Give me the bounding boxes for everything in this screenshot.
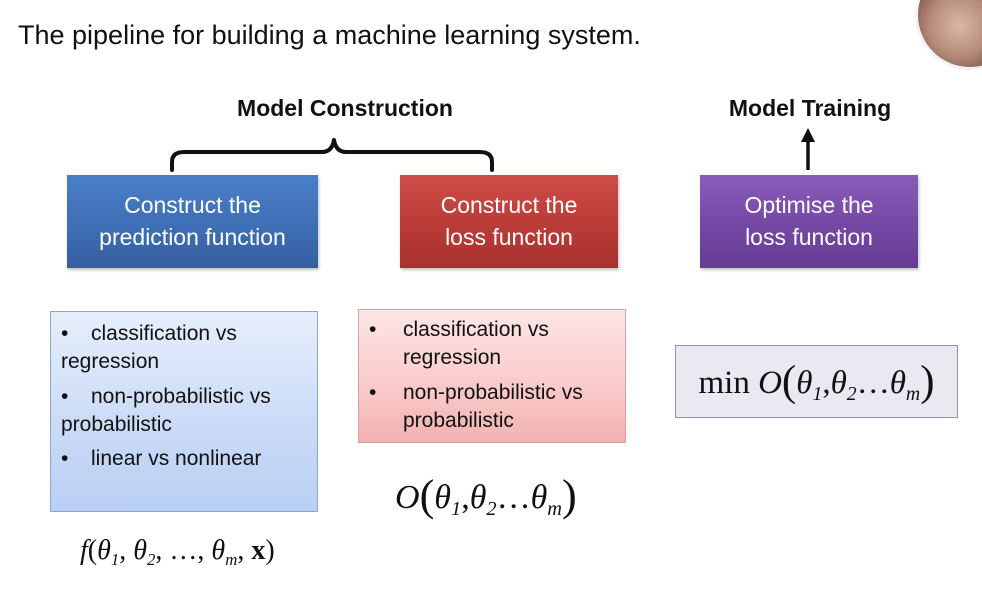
formula-symbol: θ: [469, 479, 487, 516]
arrow-up-icon: [801, 128, 815, 170]
detail-text: non-probabilistic vs: [403, 380, 583, 404]
formula-symbol: (: [781, 358, 797, 405]
loss-details-box: • classification vs regression • non-pro…: [358, 309, 626, 443]
optimisation-formula-box: min O(θ1,θ2…θm): [675, 345, 958, 418]
list-item: • classification vs regression: [61, 320, 307, 377]
step-line: prediction function: [99, 223, 286, 250]
presenter-avatar: [915, 0, 982, 70]
formula-symbol: ): [265, 535, 275, 566]
curly-brace-icon: [170, 138, 494, 172]
step-line: loss function: [745, 223, 873, 250]
formula-symbol: ,: [237, 535, 252, 566]
bullet-icon: •: [61, 447, 69, 471]
step-line: Construct the: [124, 191, 261, 218]
formula-symbol: (: [419, 471, 435, 520]
detail-text: non-probabilistic vs: [91, 384, 271, 408]
detail-text: classification vs: [403, 318, 549, 341]
optimise-loss-function-box: Optimise the loss function: [700, 175, 918, 268]
detail-text: probabilistic: [61, 413, 172, 437]
formula-symbol: O: [758, 365, 782, 401]
formula-symbol: x: [251, 535, 266, 566]
formula-symbol: …: [856, 365, 890, 401]
list-item: • linear vs nonlinear: [61, 445, 307, 473]
list-item: • non-probabilistic vs probabilistic: [61, 383, 307, 440]
formula-symbol: …: [496, 479, 531, 516]
bullet-icon: •: [61, 322, 69, 345]
formula-subscript: 2: [147, 549, 156, 569]
formula-subscript: m: [905, 382, 921, 405]
bullet-icon: •: [369, 380, 377, 404]
prediction-function-formula: f(θ1, θ2, …, θm, x): [80, 535, 275, 570]
formula-symbol: f: [80, 535, 88, 566]
formula-symbol: θ: [434, 479, 451, 516]
formula-subscript: 1: [450, 498, 462, 521]
formula-symbol: , …,: [155, 535, 212, 566]
formula-symbol: θ: [796, 365, 813, 401]
detail-text: linear vs nonlinear: [91, 447, 262, 471]
slide-title: The pipeline for building a machine lear…: [18, 20, 641, 50]
construct-loss-function-box: Construct the loss function: [400, 175, 618, 268]
step-line: Construct the: [440, 191, 578, 218]
formula-symbol: ,: [822, 365, 831, 401]
detail-text: regression: [403, 346, 502, 370]
prediction-details-box: • classification vs regression • non-proba…: [50, 311, 318, 512]
bullet-icon: •: [61, 384, 69, 408]
formula-symbol: (: [87, 535, 98, 566]
formula-symbol: θ: [97, 535, 111, 566]
formula-symbol: θ: [530, 479, 548, 516]
list-item: • classification vs regression: [369, 316, 615, 373]
formula-subscript: 1: [110, 549, 120, 569]
formula-subscript: m: [225, 549, 238, 569]
step-line: loss function: [445, 223, 573, 250]
loss-function-formula: O(θ1,θ2…θm): [395, 470, 577, 521]
formula-symbol: ): [562, 471, 577, 520]
formula-symbol: θ: [830, 365, 847, 401]
formula-subscript: 2: [846, 382, 857, 405]
formula-subscript: m: [547, 498, 563, 521]
formula-symbol: θ: [133, 535, 148, 566]
detail-text: probabilistic: [403, 409, 514, 433]
formula-symbol: min: [698, 365, 750, 401]
bullet-icon: •: [369, 318, 377, 341]
formula-symbol: θ: [889, 365, 906, 401]
optimisation-formula: min O(θ1,θ2…θm): [698, 357, 934, 406]
step-line: Optimise the: [744, 191, 874, 218]
model-training-label: Model Training: [728, 95, 892, 121]
formula-symbol: ,: [461, 479, 470, 516]
formula-symbol: ,: [119, 535, 134, 566]
construct-prediction-function-box: Construct the prediction function: [67, 175, 318, 268]
list-item: • non-probabilistic vs probabilistic: [369, 379, 615, 436]
model-construction-label: Model Construction: [237, 95, 453, 121]
detail-text: regression: [61, 350, 160, 374]
formula-symbol: θ: [211, 535, 226, 566]
formula-symbol: O: [395, 479, 420, 516]
detail-text: classification vs: [91, 322, 237, 345]
formula-symbol: ): [920, 358, 935, 405]
formula-subscript: 2: [486, 498, 497, 521]
formula-subscript: 1: [812, 382, 823, 405]
